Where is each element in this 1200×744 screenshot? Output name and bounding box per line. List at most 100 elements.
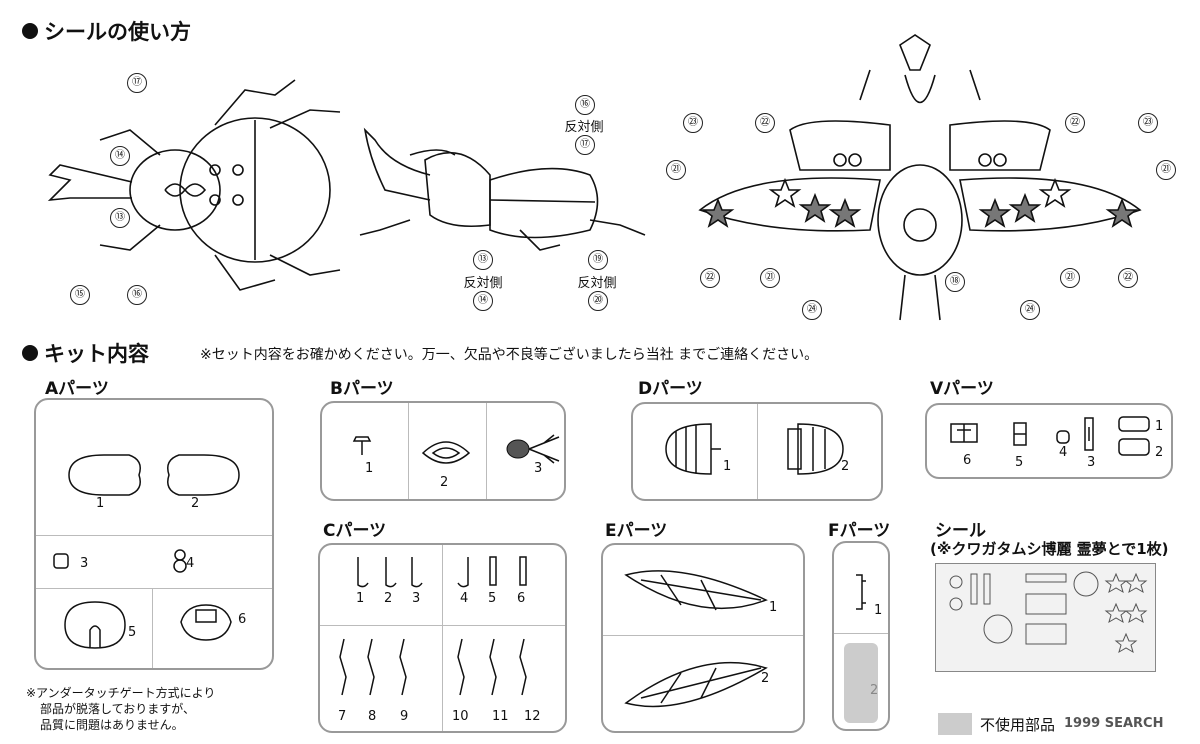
callout-side-19: ⑲	[588, 250, 608, 270]
part-c-num-8: 8	[368, 709, 377, 724]
parts-b-frame: 1 2 3	[320, 401, 566, 501]
undertouch-note: ※アンダータッチゲート方式により 部品が脱落しておりますが、 品質に問題はありま…	[26, 685, 215, 733]
unused-swatch	[938, 713, 972, 735]
callout-wing-18: ⑱	[945, 272, 965, 292]
callout-side-13: ⑬	[473, 250, 493, 270]
callout-15: ⑮	[70, 285, 90, 305]
part-c-num-7: 7	[338, 709, 347, 724]
parts-a-label: Aパーツ	[45, 379, 109, 399]
callout-wing-22d: ㉒	[1065, 113, 1085, 133]
callout-14: ⑭	[110, 146, 130, 166]
kit-contents-title: キット内容	[44, 342, 149, 366]
callout-side-14: ⑭	[473, 291, 493, 311]
part-c-num-2: 2	[384, 591, 393, 606]
part-a3-shape	[53, 553, 69, 569]
parts-f-label: Fパーツ	[828, 521, 891, 541]
part-d-num-1: 1	[723, 459, 732, 474]
part-a-num-6: 6	[238, 612, 247, 627]
parts-e-frame: 1 2	[601, 543, 805, 733]
part-a-num-4: 4	[186, 556, 195, 571]
part-f1-shape	[856, 574, 866, 610]
opposite-side-label: 反対側	[564, 120, 604, 135]
bullet-icon	[22, 23, 38, 39]
part-a-num-2: 2	[191, 496, 200, 511]
parts-c-label: Cパーツ	[323, 521, 387, 541]
part-b2-shape	[421, 441, 471, 464]
seal-sheet-image	[935, 563, 1156, 672]
sticker-usage-title: シールの使い方	[44, 20, 191, 44]
callout-wing-24: ㉔	[802, 300, 822, 320]
part-a6-shape	[180, 604, 232, 641]
sticker-usage-heading: シールの使い方	[22, 16, 191, 46]
part-b-num-3: 3	[534, 461, 543, 476]
bullet-icon	[22, 345, 38, 361]
beetle-top-view-diagram	[47, 79, 341, 291]
part-c-num-11: 11	[492, 709, 509, 724]
callout-wing-22b: ㉒	[700, 268, 720, 288]
seal-title: シール	[935, 521, 986, 541]
callout-side-20: ⑳	[588, 291, 608, 311]
callout-16: ⑯	[127, 285, 147, 305]
part-v-num-2: 2	[1155, 445, 1164, 460]
callout-wing-24b: ㉔	[1020, 300, 1040, 320]
callout-wing-23b: ㉓	[1138, 113, 1158, 133]
unused-legend-label: 不使用部品	[980, 716, 1056, 734]
parts-d-frame: 1 2	[631, 402, 883, 501]
part-e1-shape	[624, 570, 768, 611]
part-v6-shape	[950, 423, 978, 443]
part-c-num-10: 10	[452, 709, 469, 724]
part-d-num-2: 2	[841, 459, 850, 474]
undertouch-note-line-1: ※アンダータッチゲート方式により	[26, 686, 216, 700]
callout-side-16: ⑯	[575, 95, 595, 115]
part-c-num-1: 1	[356, 591, 365, 606]
seal-subtitle: (※クワガタムシ博麗 霊夢とで1枚)	[930, 540, 1169, 558]
part-c-num-9: 9	[400, 709, 409, 724]
part-b3-shape	[506, 434, 560, 464]
part-e-num-2: 2	[761, 671, 770, 686]
part-b-num-1: 1	[365, 461, 374, 476]
callout-17: ⑰	[127, 73, 147, 93]
parts-v-label: Vパーツ	[930, 379, 994, 399]
parts-e-label: Eパーツ	[605, 521, 668, 541]
part-c-num-4: 4	[460, 591, 469, 606]
parts-b-label: Bパーツ	[330, 379, 394, 399]
callout-wing-21b: ㉑	[760, 268, 780, 288]
part-v1-v2-shape	[1118, 416, 1150, 456]
part-v-num-5: 5	[1015, 455, 1024, 470]
callout-wing-23: ㉓	[683, 113, 703, 133]
part-v4-shape	[1056, 430, 1070, 444]
parts-d-label: Dパーツ	[638, 379, 703, 399]
part-a5-shape	[64, 601, 126, 649]
callout-wing-21c: ㉑	[1060, 268, 1080, 288]
watermark: 1999 SEARCH	[1064, 716, 1164, 731]
part-c-num-6: 6	[517, 591, 526, 606]
part-c1-c6-shape	[357, 556, 527, 588]
part-c-num-12: 12	[524, 709, 541, 724]
beetle-side-view-diagram	[359, 127, 646, 251]
opposite-side-label: 反対側	[577, 276, 617, 291]
part-a-num-3: 3	[80, 556, 89, 571]
part-v5-shape	[1013, 422, 1027, 446]
part-d1-shape	[665, 423, 721, 475]
part-e-num-1: 1	[769, 600, 778, 615]
parts-c-frame: 1 2 3 4 5 6 7 8 9 10 11 12	[318, 543, 567, 733]
part-e2-shape	[624, 662, 768, 708]
part-v-num-3: 3	[1087, 455, 1096, 470]
callout-13: ⑬	[110, 208, 130, 228]
part-f-num-1: 1	[874, 603, 883, 618]
part-c-num-3: 3	[412, 591, 421, 606]
parts-a-frame: 1 2 3 4 5 6	[34, 398, 274, 670]
callout-wing-21: ㉑	[666, 160, 686, 180]
callout-wing-21d: ㉑	[1156, 160, 1176, 180]
parts-v-frame: 6 5 4 3 1 2	[925, 403, 1173, 479]
part-v-num-1: 1	[1155, 419, 1164, 434]
parts-f-frame: 1 2	[832, 541, 890, 731]
part-d2-shape	[787, 423, 844, 475]
part-v-num-4: 4	[1059, 445, 1068, 460]
part-a-num-1: 1	[96, 496, 105, 511]
undertouch-note-line-3: 品質に問題はありません。	[40, 718, 184, 732]
part-v3-shape	[1084, 417, 1094, 451]
part-v-num-6: 6	[963, 453, 972, 468]
kit-contents-note: ※セット内容をお確かめください。万一、欠品や不良等ございましたら当社 までご連絡…	[200, 347, 819, 363]
part-a-num-5: 5	[128, 625, 137, 640]
